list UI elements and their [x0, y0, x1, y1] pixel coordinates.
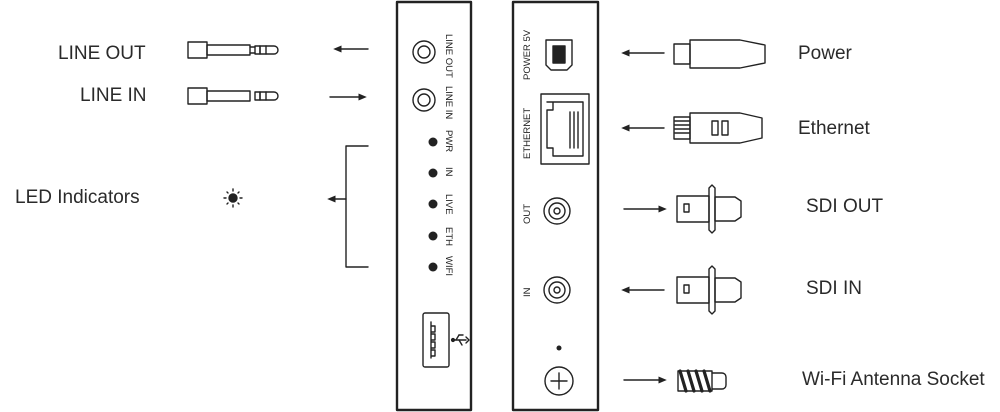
wifi-antenna-label: Wi-Fi Antenna Socket [802, 369, 985, 390]
indicator-dot [556, 345, 562, 351]
panel-label-out: OUT [522, 204, 533, 224]
panel-label-eth: ETH [443, 227, 454, 246]
usb-b-port-icon [545, 39, 573, 71]
dc-power-plug-icon [673, 39, 766, 69]
led-dots [428, 137, 438, 272]
led-light-icon [223, 188, 243, 208]
panel-label-wifi: WIFI [443, 256, 454, 276]
antenna-socket-icon [544, 366, 574, 396]
sdi-in-label: SDI IN [806, 278, 862, 299]
panel-label-line-in: LINE IN [443, 86, 454, 119]
power-label: Power [798, 43, 852, 64]
bnc-out-port-icon [543, 197, 571, 225]
bnc-in-plug-icon [676, 265, 742, 315]
usb-icon [450, 334, 470, 346]
line-in-label: LINE IN [80, 85, 147, 106]
panel-label-power: POWER 5V [522, 29, 533, 80]
bnc-in-port-icon [543, 276, 571, 304]
right-device-panel [511, 0, 600, 412]
panel-label-in-right: IN [522, 287, 533, 297]
ethernet-label: Ethernet [798, 118, 870, 139]
rj45-plug-icon [673, 112, 763, 144]
line-out-label: LINE OUT [58, 43, 146, 64]
antenna-plug-icon [677, 369, 727, 393]
sdi-out-label: SDI OUT [806, 196, 884, 217]
line-in-plug-icon [187, 87, 279, 105]
right-panel-labels: POWER 5V ETHERNET OUT IN [522, 29, 533, 297]
panel-label-live: LIVE [443, 194, 454, 215]
rj45-port-icon [540, 93, 590, 165]
panel-label-line-out: LINE OUT [443, 34, 454, 78]
usb-port-icon [422, 312, 450, 368]
bnc-out-plug-icon [676, 184, 742, 234]
led-indicators-label: LED Indicators [15, 187, 140, 208]
line-in-port-icon [412, 88, 436, 112]
left-panel-labels: LINE OUT LINE IN PWR IN LIVE ETH WIFI [443, 34, 454, 276]
panel-label-ethernet: ETHERNET [522, 108, 533, 159]
panel-label-in: IN [443, 167, 454, 177]
led-bracket [345, 145, 369, 268]
line-out-port-icon [412, 40, 436, 64]
left-device-panel [395, 0, 473, 412]
panel-label-pwr: PWR [443, 130, 454, 152]
line-out-plug-icon [187, 41, 279, 59]
